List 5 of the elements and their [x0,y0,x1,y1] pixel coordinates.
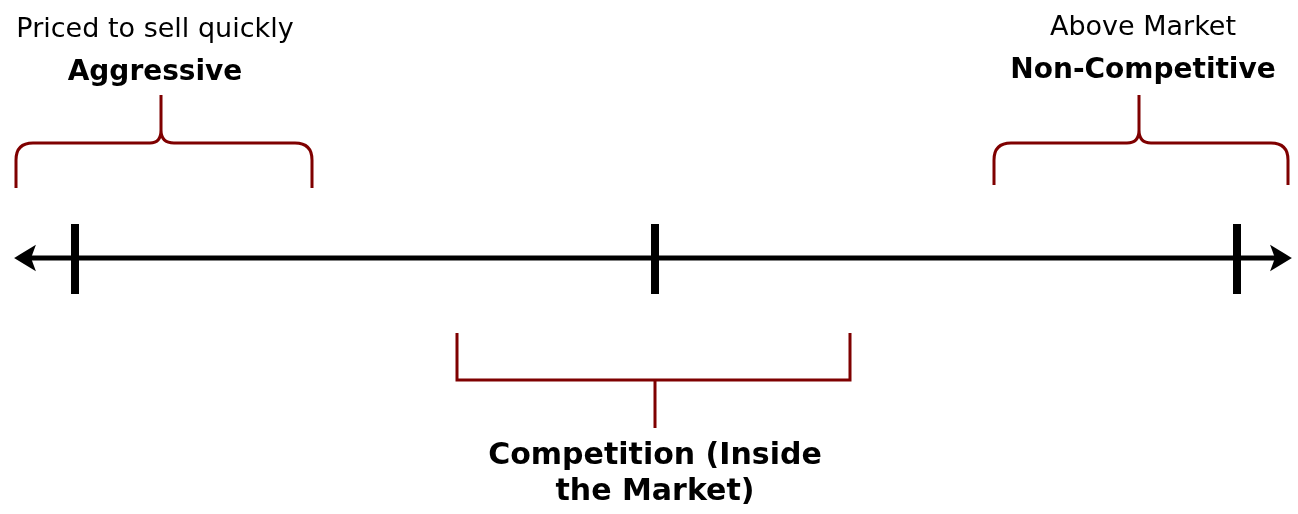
range-description: Priced to sell quickly [16,12,294,45]
range-label: Non-Competitive [1010,52,1276,86]
range-label: Competition (Inside the Market) [487,436,823,508]
range-description: Above Market [1049,10,1237,43]
range-label: Aggressive [67,54,243,88]
